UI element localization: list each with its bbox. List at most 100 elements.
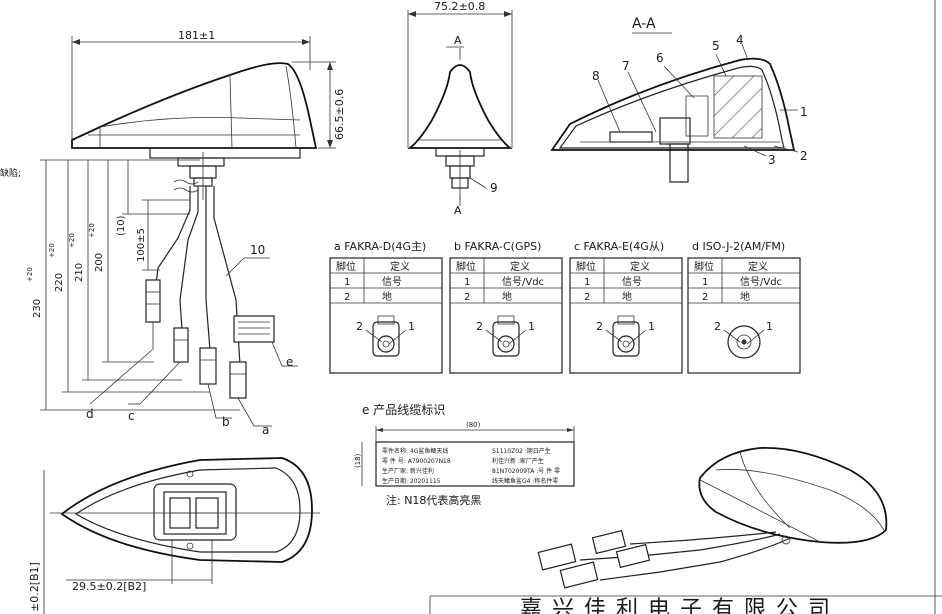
pin-number: 1 xyxy=(702,277,708,288)
tol-220: +20 xyxy=(48,243,56,258)
section-view: A-A 1 2 3 4 5 xyxy=(550,16,808,183)
pin-label-left: 2 xyxy=(714,320,721,333)
pin-number: 1 xyxy=(464,277,470,288)
pin-label-left: 2 xyxy=(476,320,483,333)
leader-e: e xyxy=(286,355,293,369)
left-edge-text: 缺陷; xyxy=(0,167,21,179)
isometric-view xyxy=(537,446,888,589)
front-view: 75.2±0.8 A 9 A xyxy=(407,0,513,217)
part-8: 8 xyxy=(592,69,600,83)
label-dim-height: (18) xyxy=(354,453,362,468)
label-section: e 产品线缆标识 (80) (18) 零件名称: 4G鲨鱼鳍天线 零 件 号: … xyxy=(354,403,575,507)
dim-210: 210 xyxy=(74,263,85,282)
connector-title: d ISO-J-2(AM/FM) xyxy=(692,240,785,253)
pin-label-left: 2 xyxy=(596,320,603,333)
label-mirror-4: 线天鳍鱼鲨G4 :称名件零 xyxy=(492,477,558,485)
title-block: 嘉兴佳利电子有限公司 xyxy=(429,595,942,614)
section-hatch xyxy=(713,75,763,139)
connector-title: a FAKRA-D(4G主) xyxy=(334,240,426,253)
dim-b2: 29.5±0.2[B2] xyxy=(72,580,146,593)
connector-title: c FAKRA-E(4G从) xyxy=(574,240,664,253)
cable-label: 10 xyxy=(250,243,265,257)
pin-label-left: 2 xyxy=(356,320,363,333)
pin-definition: 信号/Vdc xyxy=(740,276,782,288)
label-line-2: 零 件 号: A7900207N18 xyxy=(382,457,451,465)
connector-tables: a FAKRA-D(4G主) 脚位 定义 1 信号 2 地 2 1 b FAKRA-C(GPS) 脚… xyxy=(329,240,801,374)
pin-label-right: 1 xyxy=(528,320,535,333)
iso-connector-icon xyxy=(727,325,761,359)
part-2: 2 xyxy=(800,149,808,163)
pin-number: 2 xyxy=(464,292,470,303)
connector-table-3: d ISO-J-2(AM/FM) 脚位 定义 1 信号/Vdc 2 地 2 1 xyxy=(687,240,801,374)
col-pin-header: 脚位 xyxy=(694,260,714,273)
part-7: 7 xyxy=(622,59,630,73)
leader-d: d xyxy=(86,407,94,421)
label-mirror-3: 81N702009TA :号 件 零 xyxy=(492,467,560,475)
pin-number: 1 xyxy=(584,277,590,288)
dim-b1: ±0.2[B1] xyxy=(28,562,41,612)
dim-length: 181±1 xyxy=(178,29,215,42)
connector-table-frame xyxy=(449,257,563,374)
col-pin-header: 脚位 xyxy=(456,260,476,273)
fakra-connector-icon xyxy=(492,321,520,357)
dim-200: 200 xyxy=(94,253,105,272)
dim-width: 75.2±0.8 xyxy=(434,0,485,13)
label-line-3: 生产厂家: 新兴佳利 xyxy=(382,467,434,475)
label-dim-width: (80) xyxy=(466,421,481,429)
section-mark-top: A xyxy=(454,34,462,47)
col-def-header: 定义 xyxy=(748,260,768,273)
fakra-connector-icon xyxy=(372,321,400,357)
part-3: 3 xyxy=(768,153,776,167)
part-1: 1 xyxy=(800,105,808,119)
col-def-header: 定义 xyxy=(630,260,650,273)
pin-definition: 信号 xyxy=(622,276,642,288)
tol-210: +20 xyxy=(68,233,76,248)
leader-b: b xyxy=(222,415,230,429)
connector-table-frame xyxy=(329,257,443,374)
connector-title: b FAKRA-C(GPS) xyxy=(454,240,541,253)
connector-table-frame xyxy=(569,257,683,374)
pin-number: 2 xyxy=(344,292,350,303)
pin-definition: 地 xyxy=(382,290,392,303)
pin-label-right: 1 xyxy=(766,320,773,333)
dim-220: 220 xyxy=(54,273,65,292)
label-mirror-2: 利佳兴新 :家厂产生 xyxy=(492,457,544,465)
label-section-title: e 产品线缆标识 xyxy=(362,403,445,417)
label-mirror-1: S1110Z02 :期日产生 xyxy=(492,447,551,455)
connector-table-2: c FAKRA-E(4G从) 脚位 定义 1 信号 2 地 2 1 xyxy=(569,240,683,374)
col-def-header: 定义 xyxy=(510,260,530,273)
fakra-connector-icon xyxy=(612,321,640,357)
pin-number: 2 xyxy=(584,292,590,303)
dim-10: (10) xyxy=(116,215,127,236)
part-9: 9 xyxy=(490,181,498,195)
tol-200: +20 xyxy=(88,223,96,238)
label-line-1: 零件名称: 4G鲨鱼鳍天线 xyxy=(382,447,448,455)
side-view: 181±1 66.5±0.6 缺陷; xyxy=(0,29,346,437)
label-line-4: 生产日期: 20201115 xyxy=(382,477,441,485)
pin-definition: 地 xyxy=(740,290,750,303)
pin-definition: 地 xyxy=(502,290,512,303)
col-pin-header: 脚位 xyxy=(336,260,356,273)
leader-a: a xyxy=(262,423,269,437)
pin-number: 1 xyxy=(344,277,350,288)
bottom-view: 29.5±0.2[B2] ±0.2[B1] xyxy=(28,457,320,614)
pin-definition: 地 xyxy=(622,290,632,303)
col-pin-header: 脚位 xyxy=(576,260,596,273)
connector-table-1: b FAKRA-C(GPS) 脚位 定义 1 信号/Vdc 2 地 2 1 xyxy=(449,240,563,374)
part-4: 4 xyxy=(736,33,744,47)
dim-height: 66.5±0.6 xyxy=(333,89,346,140)
part-6: 6 xyxy=(656,51,664,65)
label-note: 注: N18代表高亮黑 xyxy=(386,493,481,507)
col-def-header: 定义 xyxy=(390,260,410,273)
pin-definition: 信号 xyxy=(382,276,402,288)
section-title: A-A xyxy=(632,16,656,32)
pin-number: 2 xyxy=(702,292,708,303)
section-mark-bottom: A xyxy=(454,204,462,217)
pin-definition: 信号/Vdc xyxy=(502,276,544,288)
connector-table-frame xyxy=(687,257,801,374)
pin-label-right: 1 xyxy=(648,320,655,333)
company-name: 嘉兴佳利电子有限公司 xyxy=(520,597,840,614)
dim-230: 230 xyxy=(32,299,43,318)
